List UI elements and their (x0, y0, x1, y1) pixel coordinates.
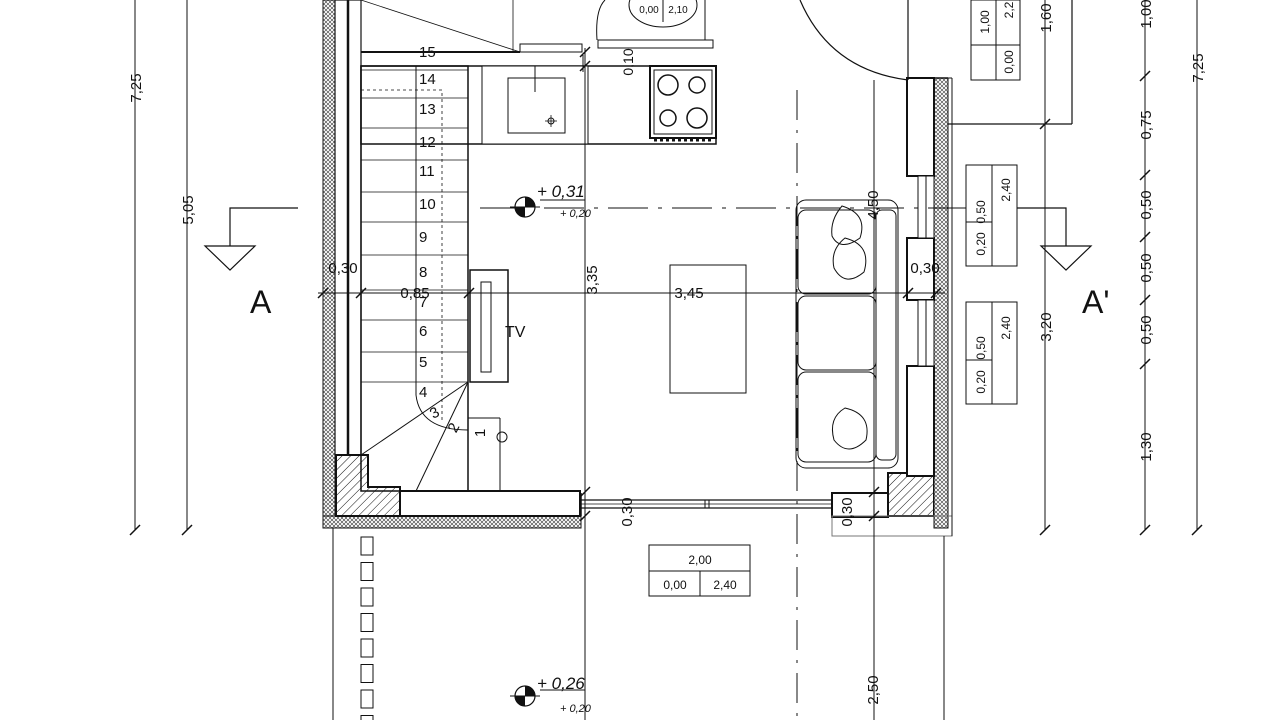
tag-top-b1: 0,00 (639, 5, 659, 16)
right-windows (917, 175, 935, 367)
sink (507, 77, 566, 134)
level-marker-2: + 0,26 + 0,20 (510, 674, 592, 715)
tag-w2-a: 0,50 (974, 336, 988, 360)
tag-w2-b: 0,20 (974, 370, 988, 394)
left-dimension-chains: 7,25 5,05 (128, 0, 197, 536)
stair-step-14: 14 (419, 71, 436, 88)
cooktop (649, 65, 717, 139)
tag-top-right: 1,00 2,2 0,00 (970, 0, 1021, 81)
tag-tr-c: 0,00 (1002, 50, 1016, 74)
dim-085: 0,85 (400, 285, 429, 302)
stair-step-4: 4 (419, 384, 427, 401)
tag-w2-c: 2,40 (999, 316, 1013, 340)
interior-horizontal-dims: 0,30 0,85 3,45 0,30 (317, 260, 945, 302)
stair-step-11: 11 (419, 163, 435, 180)
stair-step-6: 6 (419, 323, 427, 340)
dim-right-160: 1,60 (1038, 3, 1055, 32)
stair-step-12: 12 (419, 134, 436, 151)
dim-030-bottom: 0,30 (619, 497, 636, 526)
tag-w1-b: 0,20 (974, 232, 988, 256)
level-1-main: + 0,31 (537, 182, 585, 201)
tag-door-a: 2,00 (688, 553, 712, 567)
tag-door-c: 2,40 (713, 578, 737, 592)
dim-030-right: 0,30 (910, 260, 939, 277)
tag-door-bottom: 2,00 0,00 2,40 (648, 544, 751, 597)
dim-345: 3,45 (674, 285, 703, 302)
stair-step-7: 7 (419, 294, 427, 311)
stair-step-13: 13 (419, 101, 436, 118)
exterior-walls (322, 0, 1073, 537)
level-1-sub: + 0,20 (560, 208, 592, 220)
dim-right-130: 1,30 (1138, 432, 1155, 461)
dim-450: 4,50 (865, 190, 882, 219)
level-marker-1: + 0,31 + 0,20 (510, 182, 592, 220)
sofa (795, 199, 899, 469)
stair-step-5: 5 (419, 354, 427, 371)
dim-right-050a: 0,50 (1138, 190, 1155, 219)
stair-step-9: 9 (419, 229, 427, 246)
dim-left-725: 7,25 (128, 73, 145, 102)
stair-step-10: 10 (419, 196, 436, 213)
dim-030-left: 0,30 (328, 260, 357, 277)
tag-w1-c: 2,40 (999, 178, 1013, 202)
stair-step-2: 2 (445, 420, 464, 435)
dim-right-075: 0,75 (1138, 110, 1155, 139)
dim-right-100: 1,00 (1138, 0, 1155, 29)
stair-step-1: 1 (472, 429, 489, 437)
dim-010: 0,10 (620, 48, 636, 75)
terrace-edge (332, 528, 945, 720)
section-marker-left: A (203, 207, 298, 320)
section-label-a: A (250, 284, 272, 320)
dim-left-505: 5,05 (180, 195, 197, 224)
tag-tr-b: 2,2 (1002, 1, 1016, 18)
dim-335: 3,35 (584, 265, 601, 294)
section-marker-right: A' (1010, 207, 1109, 320)
tag-door-b: 0,00 (663, 578, 687, 592)
tag-window-2: 0,50 0,20 2,40 (965, 301, 1018, 405)
tag-w1-a: 0,50 (974, 200, 988, 224)
level-2-main: + 0,26 (537, 674, 585, 693)
tv-unit: TV (469, 269, 526, 383)
stair-step-8: 8 (419, 264, 427, 281)
section-label-a-prime: A' (1082, 284, 1109, 320)
level-2-sub: + 0,20 (560, 703, 592, 715)
dim-right-050c: 0,50 (1138, 315, 1155, 344)
dim-right-320: 3,20 (1038, 312, 1055, 341)
top-partitions: 0,00 2,10 (360, 0, 909, 81)
dim-right-050b: 0,50 (1138, 253, 1155, 282)
tag-top-b2: 2,10 (668, 5, 688, 16)
tag-tr-a: 1,00 (978, 10, 992, 34)
dim-030-bottom-2: 0,30 (839, 497, 856, 526)
tag-window-1: 0,50 0,20 2,40 (965, 164, 1018, 267)
tv-label: TV (505, 324, 526, 341)
dim-right-725: 7,25 (1190, 53, 1207, 82)
right-dimension-chains: 1,60 3,20 1,00 0,75 0,50 0,50 0,50 1,30 … (1038, 0, 1207, 536)
interior-vertical-dims: 3,35 0,30 4,50 0,30 2,50 (579, 46, 882, 720)
coffee-table (669, 264, 747, 394)
dim-250: 2,50 (865, 675, 882, 704)
kitchen-counter: 0,10 (360, 48, 717, 145)
stair-step-15: 15 (419, 44, 436, 61)
